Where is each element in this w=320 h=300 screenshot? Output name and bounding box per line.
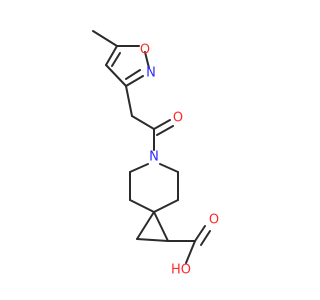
- bond-n2-c3-inner: [125, 69, 141, 80]
- atom-n-ring: N: [146, 66, 156, 81]
- bond-c4-c5-inner: [111, 52, 121, 67]
- bond-n-cl1: [129, 163, 149, 173]
- bond-cp1-cp2: [136, 238, 169, 242]
- atom-o-ring: O: [140, 43, 150, 58]
- atom-labels: O N O N HO O: [140, 43, 219, 278]
- bond-cooh-o-1: [194, 225, 206, 242]
- bond-co-2: [156, 125, 174, 136]
- atom-o-ketone: O: [173, 111, 183, 126]
- molecule-svg: O N O N HO O: [92, 30, 219, 278]
- bond-cp2-spiro: [153, 211, 169, 242]
- bond-c3-ch2: [125, 85, 133, 117]
- bond-cr1-n: [159, 163, 179, 173]
- bond-spiro-cr2: [153, 199, 179, 213]
- bond-n2-c3-outer: [125, 75, 144, 87]
- bond-cooh-oh: [185, 240, 196, 264]
- bond-cl2-spiro: [129, 199, 155, 213]
- bond-spiro-cp1: [136, 211, 155, 240]
- bond-o1-n2: [144, 51, 150, 69]
- bond-ch2-carbonyl: [131, 115, 155, 130]
- bond-methyl: [92, 30, 118, 47]
- bond-cooh-o-2: [200, 230, 211, 246]
- bonds: [92, 30, 211, 264]
- atom-o-acid: O: [209, 213, 219, 228]
- bond-c4-c5-outer: [105, 45, 118, 66]
- atom-n-amide: N: [149, 150, 159, 165]
- structure-diagram: O N O N HO O: [92, 30, 220, 278]
- atom-oh-acid: HO: [171, 263, 191, 278]
- bond-co-1: [153, 119, 171, 130]
- bond-c3-c4: [105, 64, 127, 87]
